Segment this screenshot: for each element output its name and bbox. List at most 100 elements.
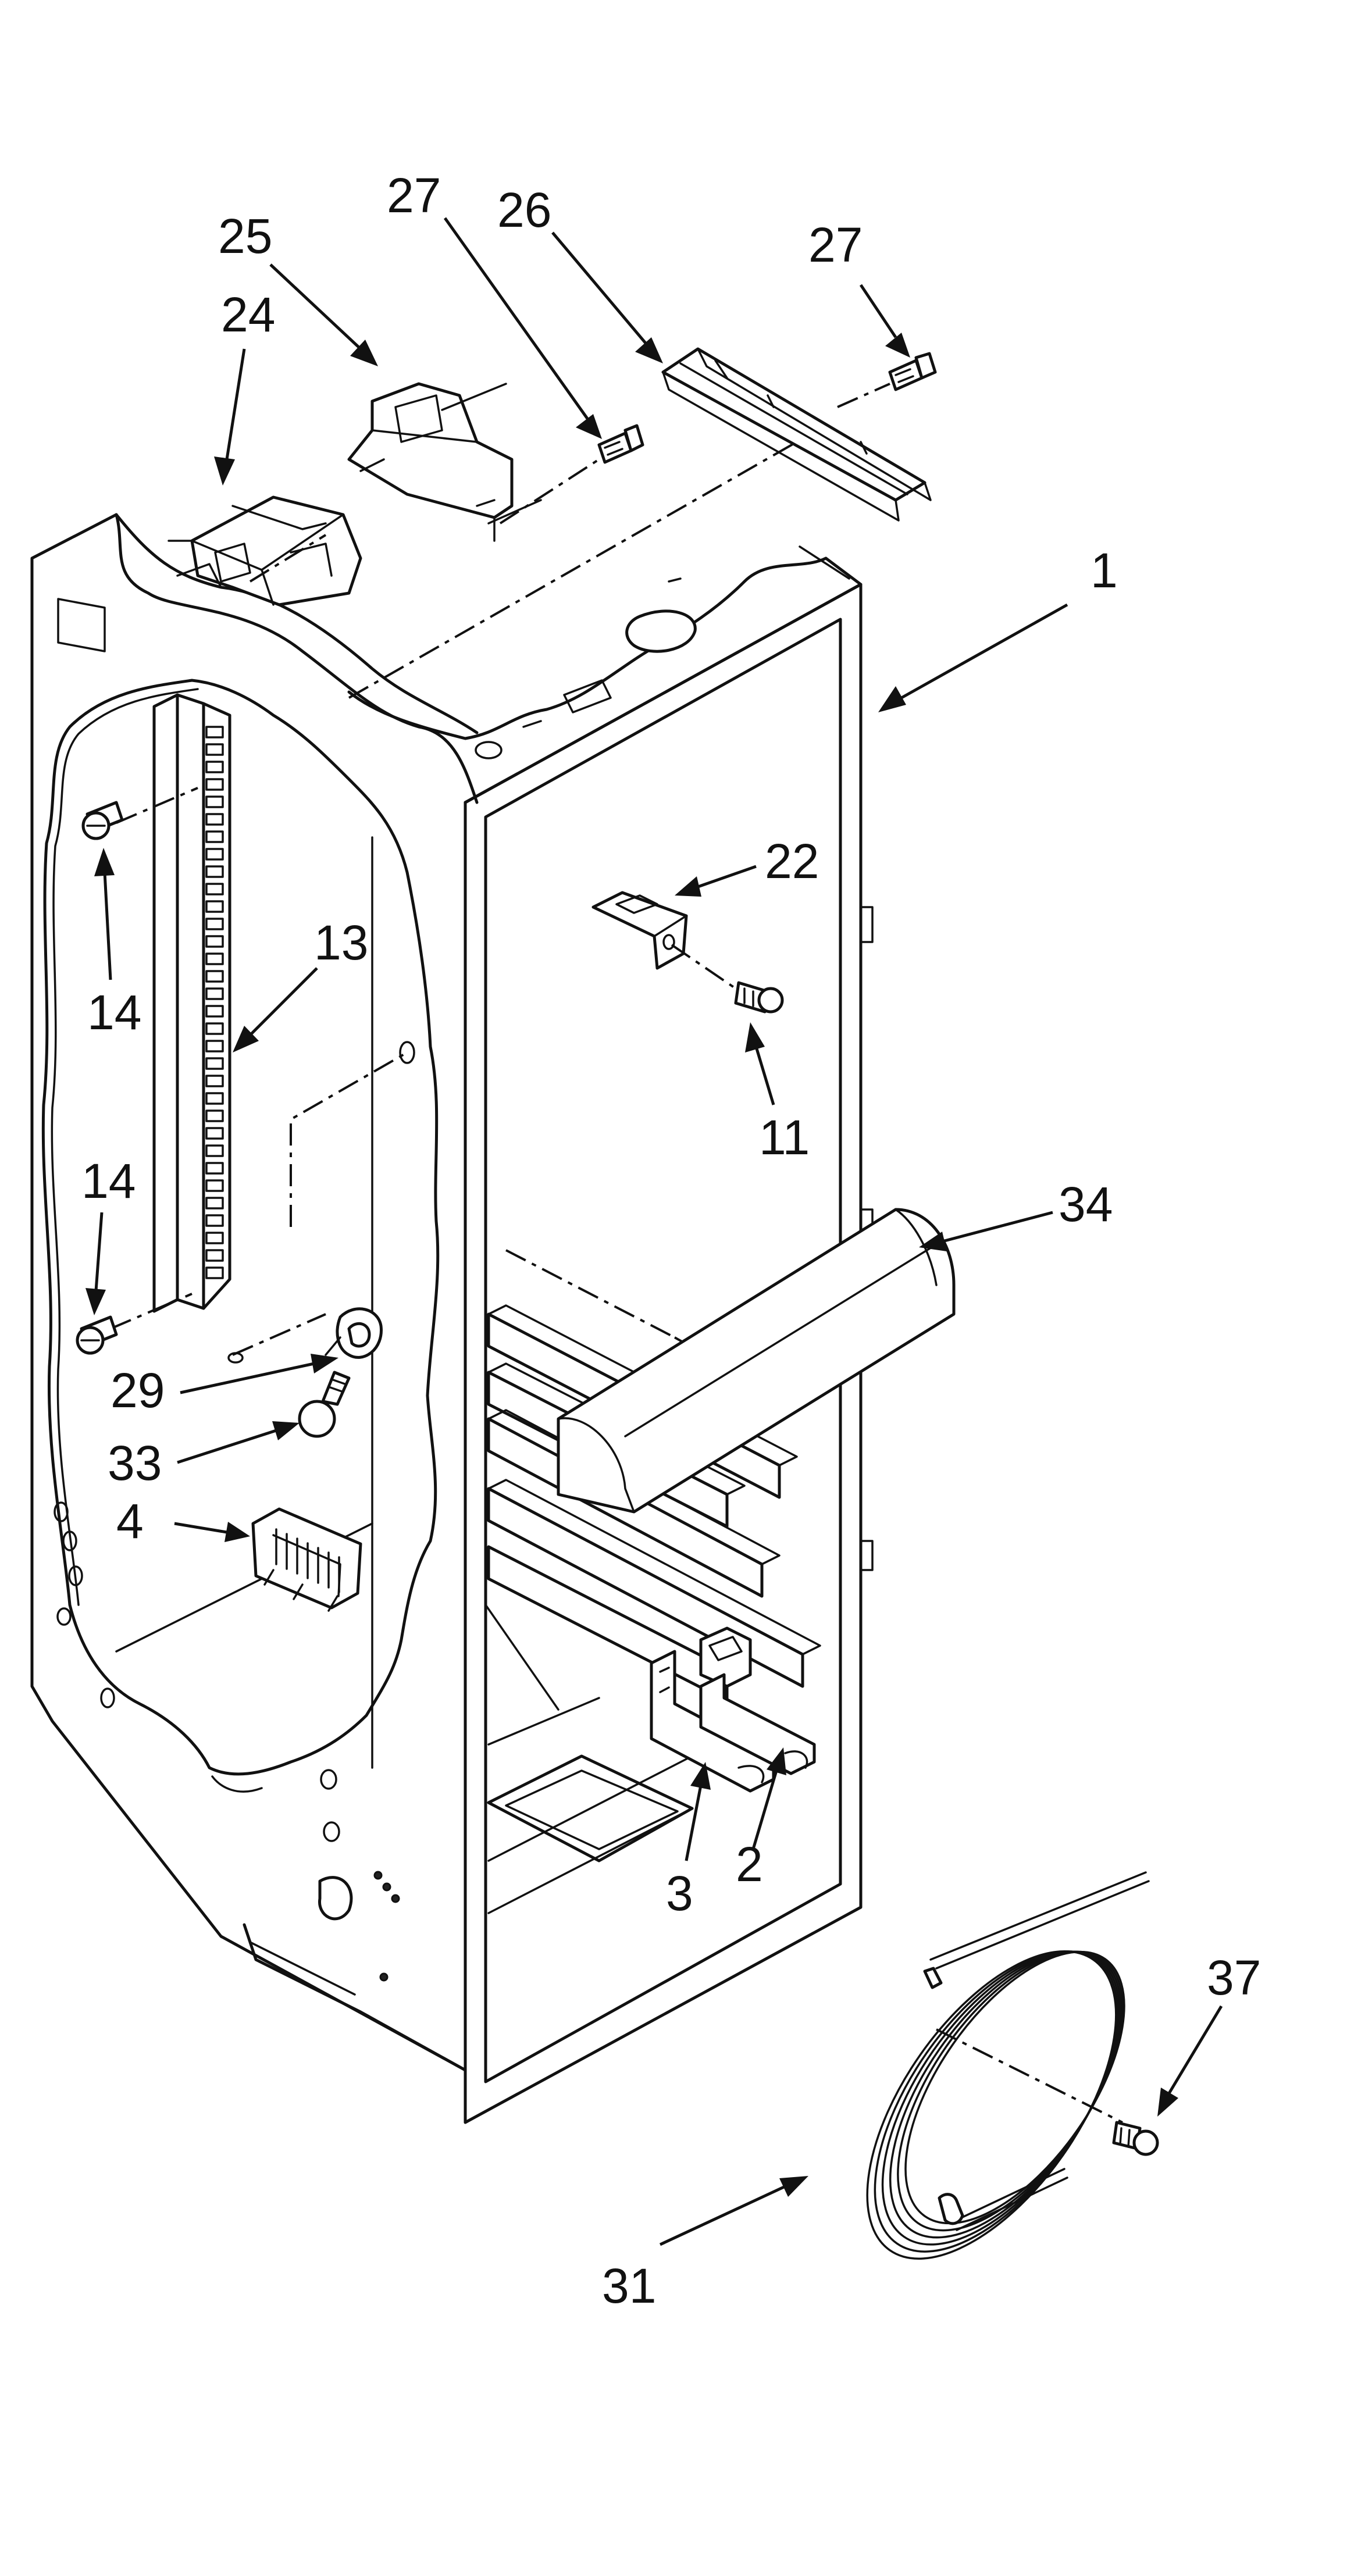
mount-line-14b: [110, 1293, 193, 1330]
ladder-slot: [205, 743, 224, 756]
callout-26: 26: [497, 183, 551, 237]
callout-29: 29: [111, 1363, 165, 1418]
arrow-34: [919, 1232, 947, 1251]
part-29-lamp-socket: [325, 1307, 383, 1359]
part-27-screw-left: [597, 424, 644, 464]
arrow-11: [745, 1022, 765, 1052]
peg-29: [227, 1352, 244, 1364]
ladder-slot: [205, 726, 224, 738]
ladder-slot: [205, 1232, 224, 1244]
ladder-slot: [205, 918, 224, 930]
ladder-slot: [205, 1109, 224, 1122]
callout-37: 37: [1207, 1950, 1261, 2005]
ladder-slot: [205, 952, 224, 965]
ladder-slot: [205, 1249, 224, 1262]
mount-line-24-25: [249, 534, 327, 583]
arrow-37: [1157, 2088, 1178, 2117]
leader-29: [180, 1362, 315, 1394]
coil-loop: [881, 1950, 1121, 2246]
callout-22: 22: [765, 834, 819, 889]
mount-line-13: [290, 1051, 408, 1227]
arrow-24: [214, 456, 235, 486]
ladder-slot: [205, 848, 224, 861]
arrow-33: [272, 1421, 300, 1440]
callout-27-top-right: 27: [808, 217, 863, 272]
callout-4: 4: [116, 1494, 144, 1549]
callout-1: 1: [1091, 543, 1118, 598]
mount-line-26-27: [348, 441, 797, 699]
part-4-light-shield: [251, 1507, 362, 1612]
part-22-bracket: [591, 891, 688, 970]
ladder-slot: [205, 778, 224, 791]
arrow-1: [878, 686, 906, 712]
leader-24: [225, 348, 246, 460]
arrow-22: [675, 876, 701, 897]
arrow-27a: [576, 414, 602, 439]
callout-14-upper: 14: [87, 985, 141, 1040]
arrow-25: [350, 340, 378, 366]
leader-11: [754, 1046, 775, 1105]
part-14-screw-upper: [81, 801, 124, 840]
callout-11: 11: [759, 1110, 810, 1165]
ladder-slot: [205, 970, 224, 983]
ladder-slot: [205, 987, 224, 1000]
leader-14b: [94, 1212, 104, 1291]
arrow-26: [635, 337, 663, 363]
part-13-shelf-ladder: [152, 693, 231, 1313]
arrow-3: [690, 1762, 711, 1790]
ladder-slot: [205, 900, 224, 913]
callout-labels: 27 26 27 25 24 1 22 14 13 11 14 34 29 33…: [81, 168, 1261, 2313]
mount-line-29: [232, 1313, 326, 1356]
ladder-slot: [205, 1005, 224, 1018]
callout-27-top-left: 27: [387, 168, 441, 223]
ladder-slot: [205, 1127, 224, 1140]
callout-33: 33: [108, 1436, 162, 1490]
callout-13: 13: [314, 915, 368, 970]
mount-line-11: [671, 944, 737, 990]
ladder-slot: [205, 1022, 224, 1035]
ladder-slot: [205, 935, 224, 948]
ladder-slot: [205, 865, 224, 878]
leader-13: [249, 967, 318, 1036]
interior-cutaway: [41, 679, 440, 1793]
leader-2: [751, 1770, 778, 1850]
part-37-screw: [1112, 2121, 1159, 2156]
ladder-slot: [205, 1214, 224, 1227]
ladder-slot: [205, 1092, 224, 1105]
cabinet-liner: [30, 513, 874, 2124]
leader-34: [942, 1211, 1053, 1243]
leader-1: [900, 603, 1068, 700]
arrow-4: [224, 1522, 250, 1542]
callout-14-lower: 14: [81, 1154, 136, 1208]
part-33-lamp-bulb: [298, 1371, 351, 1438]
part-2-drawer-support: [699, 1673, 816, 1775]
arrow-14a: [94, 848, 115, 876]
leader-27a: [443, 217, 589, 420]
callout-3: 3: [666, 1866, 693, 1921]
ladder-slot: [205, 761, 224, 773]
part-31-tubing-coil: [866, 1871, 1150, 2260]
mount-line-27b: [837, 383, 890, 408]
arrow-29: [311, 1354, 338, 1373]
callout-34: 34: [1059, 1177, 1113, 1232]
leader-26: [551, 231, 647, 344]
leader-3: [685, 1785, 703, 1861]
ladder-slot: [205, 1144, 224, 1157]
leader-25: [269, 263, 362, 350]
ladder-slot: [205, 813, 224, 826]
callout-31: 31: [602, 2259, 656, 2313]
mount-line-37: [936, 2028, 1123, 2124]
ladder-slot: [205, 1162, 224, 1175]
part-11-screw: [734, 981, 784, 1014]
arrow-14b: [85, 1288, 106, 1315]
leader-lines: [85, 217, 1223, 2246]
leader-37: [1167, 2005, 1223, 2095]
leader-14a: [103, 872, 112, 980]
leader-4: [174, 1522, 227, 1534]
part-24-control-housing: [168, 495, 362, 606]
coil-loop: [889, 1950, 1122, 2239]
leader-27b: [859, 284, 897, 338]
part-25-bracket: [347, 382, 542, 542]
part-26-top-rail: [661, 347, 932, 522]
